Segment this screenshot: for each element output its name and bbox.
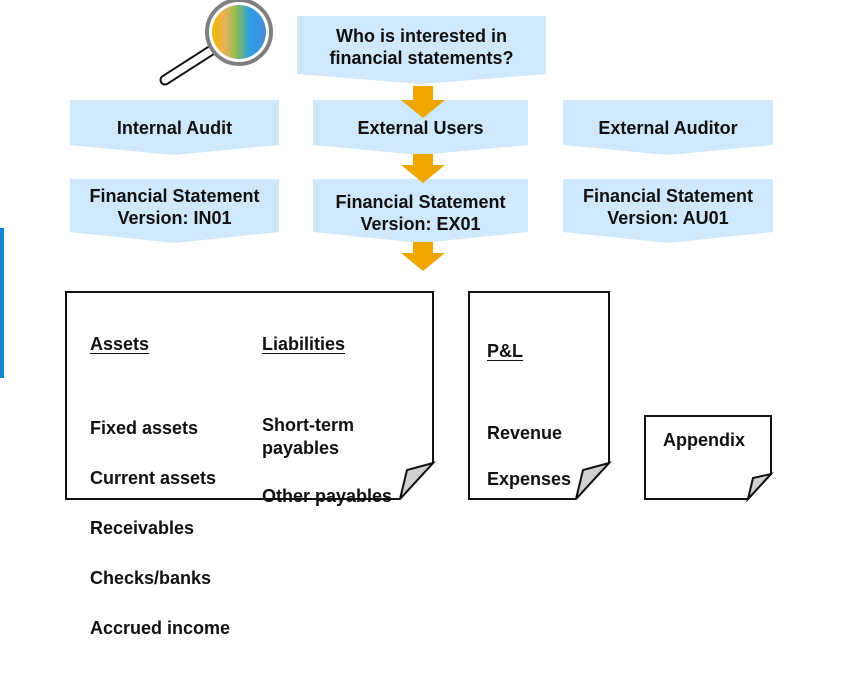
- assets-item: Fixed assets: [90, 418, 199, 438]
- profit-and-loss-item: Expenses: [487, 469, 572, 489]
- profit-and-loss-content: P&L Revenue Expenses: [487, 314, 597, 539]
- box-version-au01: [563, 179, 773, 243]
- liabilities-heading: Liabilities: [262, 334, 346, 354]
- assets-heading: Assets: [90, 334, 150, 354]
- assets-item: Checks/banks: [90, 568, 212, 588]
- document-balance-sheet: [65, 291, 437, 500]
- profit-and-loss-item: Revenue: [487, 423, 563, 443]
- box-external-auditor: [563, 100, 773, 155]
- document-appendix-fold: [746, 472, 774, 503]
- magnifier-lens: [212, 5, 266, 59]
- magnifying-glass-icon: [159, 0, 273, 86]
- profit-and-loss-list: Revenue Expenses: [487, 399, 597, 514]
- profit-and-loss-heading: P&L: [487, 341, 523, 361]
- left-accent-bar: [0, 228, 4, 378]
- balance-sheet-liabilities: Liabilities Short-term payables Other pa…: [262, 307, 422, 556]
- balance-sheet-assets: Assets Fixed assets Current assets Recei…: [90, 307, 255, 691]
- liabilities-item: Other payables: [262, 486, 393, 506]
- arrow-down-1: [401, 86, 445, 118]
- document-profit-and-loss: [468, 291, 613, 500]
- assets-item: Receivables: [90, 518, 195, 538]
- box-version-in01: [70, 179, 279, 243]
- financial-statement-diagram: Who is interested in financial statement…: [0, 0, 774, 638]
- assets-item: Current assets: [90, 468, 217, 488]
- box-internal-audit: [70, 100, 279, 155]
- document-appendix: [644, 415, 774, 503]
- arrow-down-3: [401, 242, 445, 271]
- liabilities-list: Short-term payables Other payables: [262, 391, 422, 531]
- assets-item: Accrued income: [90, 618, 231, 638]
- diagram-shapes: [65, 0, 774, 503]
- magnifier-handle: [161, 42, 222, 84]
- document-profit-and-loss-fold: [575, 461, 613, 500]
- arrow-down-2: [401, 154, 445, 183]
- assets-list: Fixed assets Current assets Receivables …: [90, 391, 255, 666]
- box-version-ex01: [313, 179, 528, 243]
- document-balance-sheet-fold: [399, 461, 437, 500]
- liabilities-item: Short-term payables: [262, 415, 355, 458]
- appendix-title: Appendix: [663, 430, 746, 450]
- question-box: [297, 16, 546, 84]
- box-external-users: [313, 100, 528, 155]
